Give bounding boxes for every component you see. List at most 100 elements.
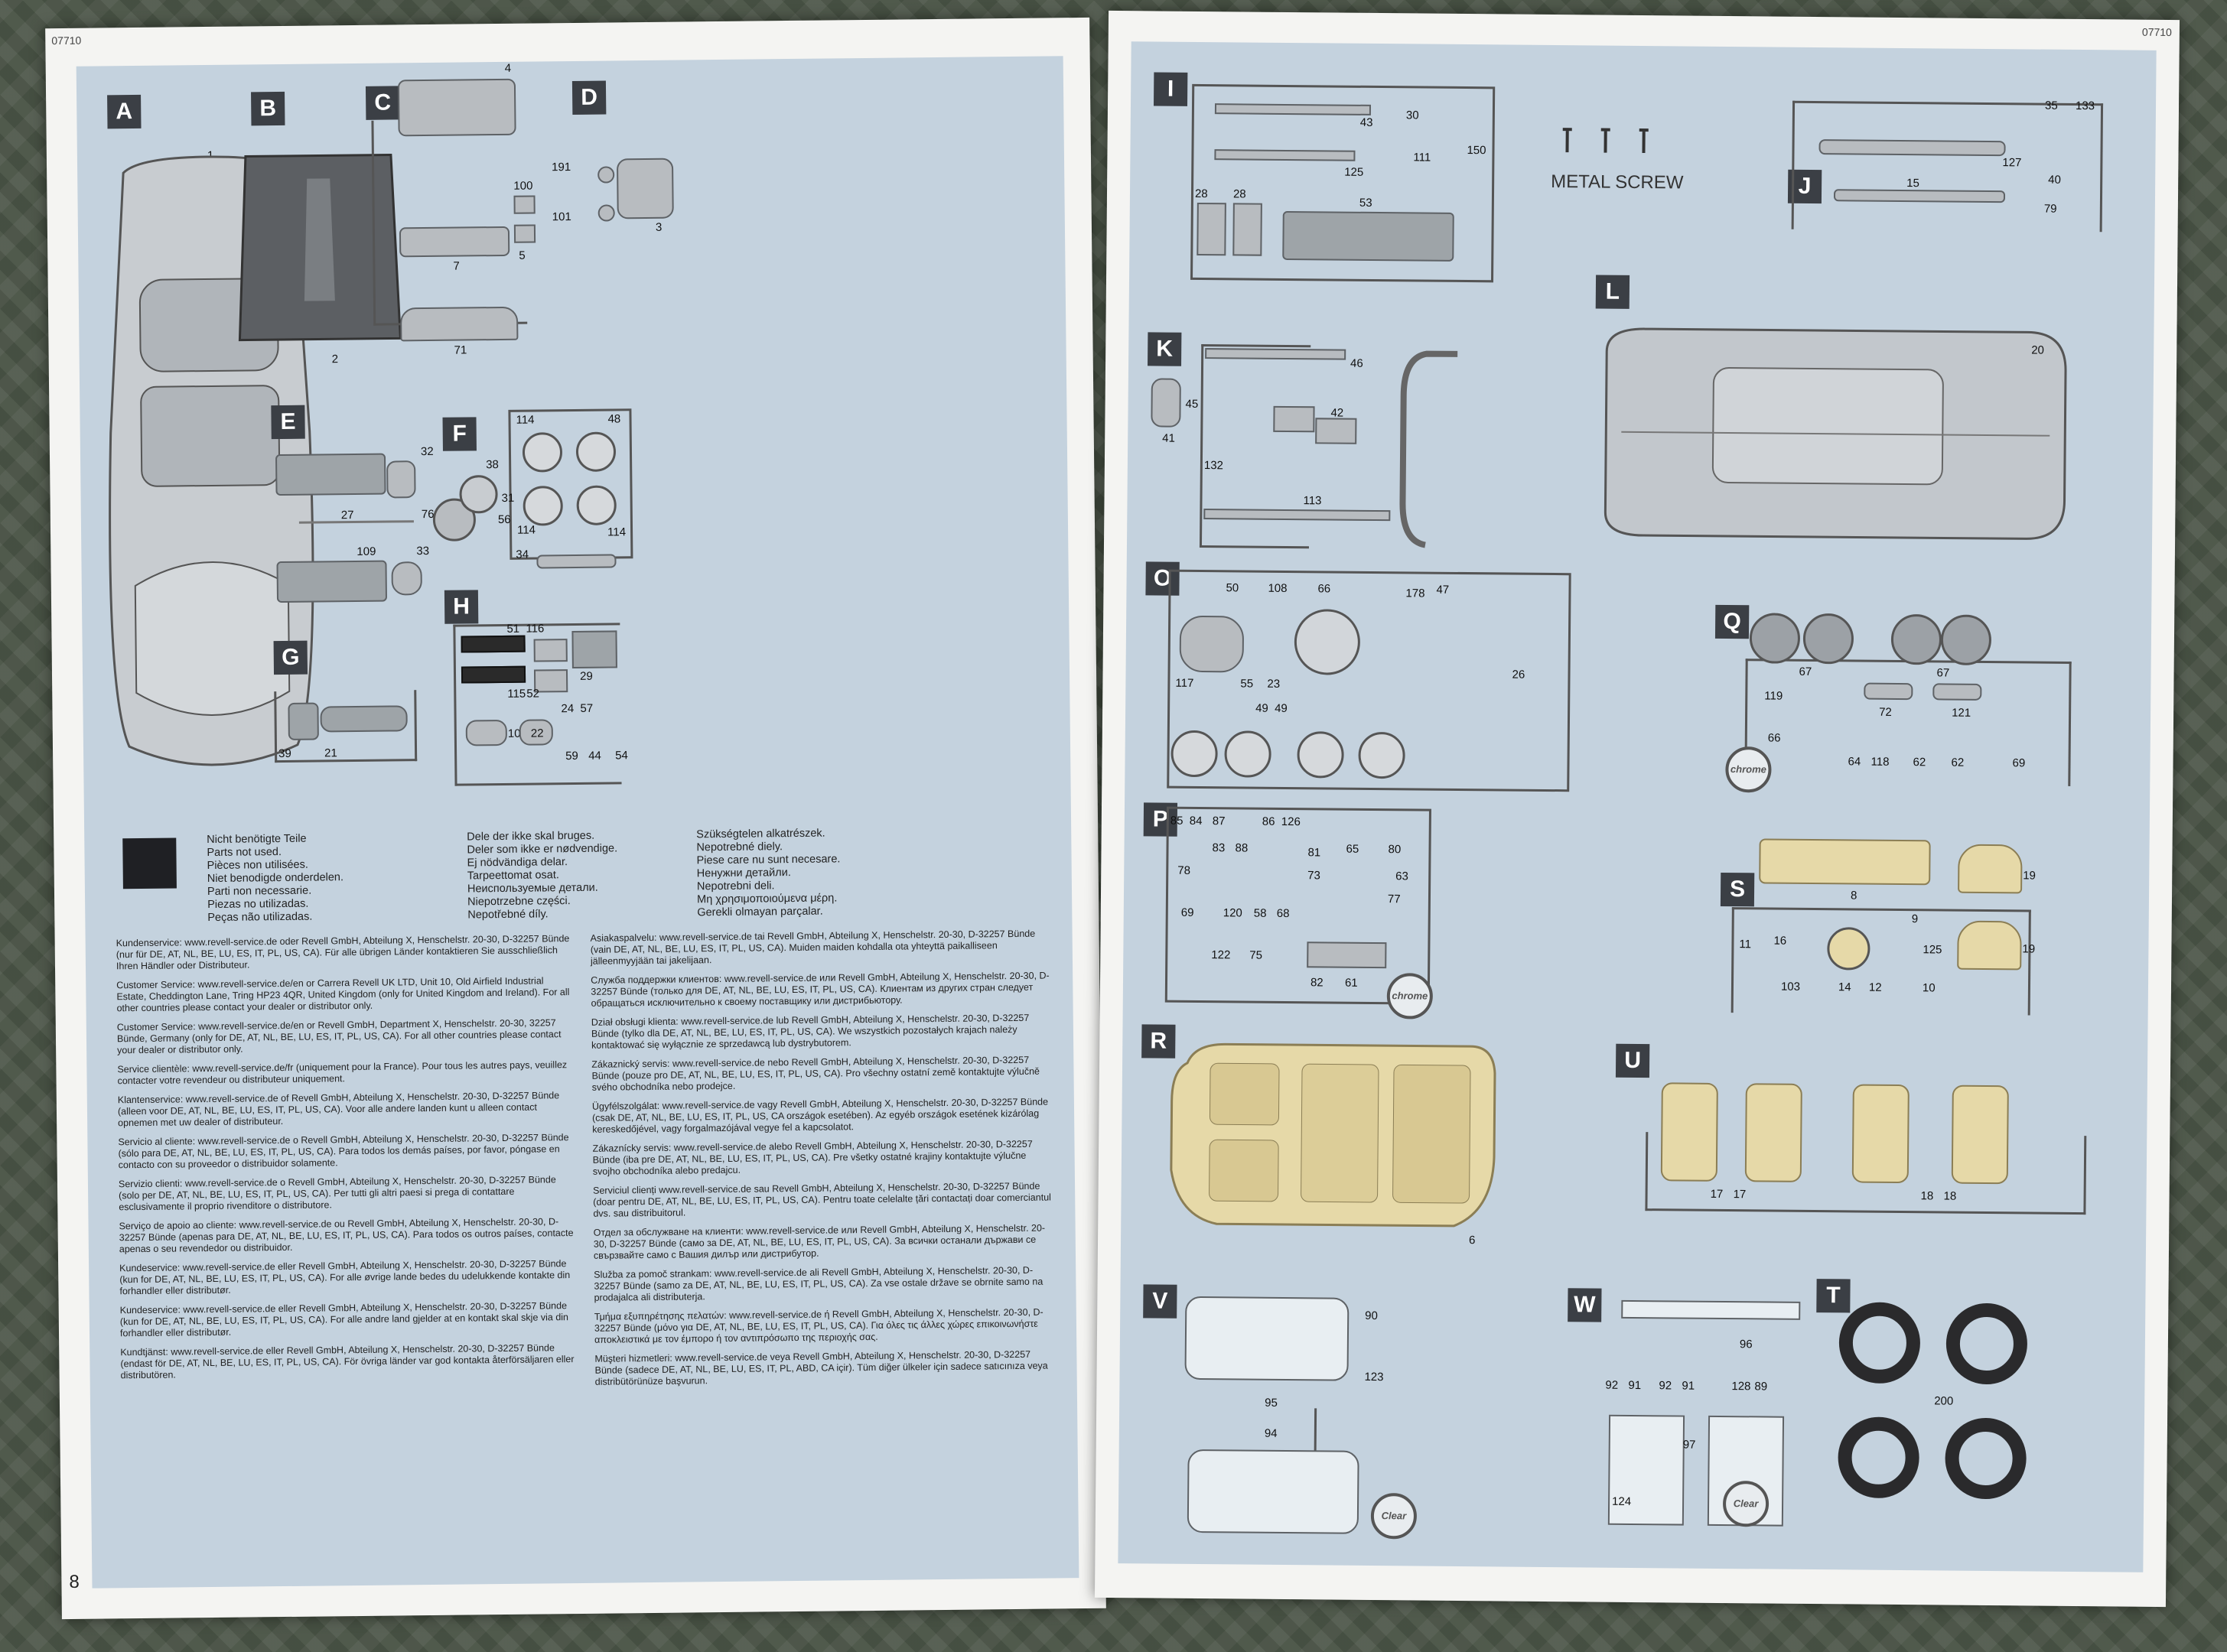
right-page: 07710 I 43 30 150 125 111 28 28 53 METAL… — [1094, 10, 2180, 1608]
part-number: 40 — [2048, 173, 2061, 187]
part-number: 61 — [1344, 976, 1358, 990]
part-number: 16 — [1773, 934, 1787, 948]
part-number: 111 — [1413, 151, 1431, 164]
part-number: 48 — [607, 412, 621, 426]
part-number: 85 — [1170, 814, 1184, 828]
knob-part — [597, 166, 615, 184]
lens-part — [1932, 683, 1982, 701]
grille-part — [397, 78, 516, 137]
part-number: 10 — [1922, 981, 1936, 995]
legend-line: Niet benodigde onderdelen. — [207, 871, 344, 886]
engine-block-part — [571, 630, 617, 669]
part-number: 26 — [1512, 668, 1525, 681]
vent-part — [461, 635, 526, 653]
part-number: 101 — [552, 210, 571, 224]
part-number: 49 — [1275, 701, 1288, 716]
chrome-badge: chrome — [1386, 973, 1434, 1019]
part-number: 66 — [1767, 731, 1781, 745]
step-letter: U — [1615, 1043, 1650, 1078]
gearbox-part — [288, 702, 319, 740]
part-number: 49 — [1255, 701, 1268, 715]
part-number: 114 — [607, 525, 627, 539]
part-number: 119 — [1764, 689, 1783, 703]
cover-part — [616, 158, 674, 220]
exhaust-bend-part — [1399, 350, 1458, 548]
wheel-rim-part — [1224, 730, 1271, 778]
part-number: 109 — [357, 545, 376, 558]
part-number: 3 — [655, 220, 663, 234]
service-paragraph: Kundeservice: www.revell-service.de elle… — [119, 1300, 569, 1339]
part-number: 6 — [1468, 1234, 1476, 1247]
muffler-part — [1315, 418, 1357, 444]
service-paragraph: Serviciul clienți www.revell-service.de … — [593, 1180, 1051, 1219]
part-number: 67 — [1799, 665, 1812, 678]
wheel-part — [1749, 613, 1801, 664]
part-number: 86 — [1262, 815, 1275, 828]
service-paragraph: Kundenservice: www.revell-service.de ode… — [116, 933, 570, 972]
part-number: 19 — [2022, 942, 2036, 956]
part-number: 73 — [1307, 869, 1320, 883]
part-number: 23 — [1267, 677, 1281, 691]
part-number: 50 — [1226, 581, 1239, 595]
part-number: 77 — [1387, 893, 1401, 906]
sprue-frame — [371, 119, 528, 326]
part-number: 19 — [2023, 869, 2037, 883]
part-number: 120 — [1223, 906, 1242, 920]
interior-tub-part — [1170, 1042, 1496, 1228]
part-number: 121 — [1952, 706, 1971, 720]
belt-part — [391, 561, 422, 596]
rear-window-part — [1187, 1449, 1359, 1534]
service-paragraph: Service clientèle: www.revell-service.de… — [117, 1059, 568, 1087]
part-number: 84 — [1189, 814, 1203, 828]
part-number: 96 — [1739, 1338, 1753, 1351]
knob-part — [597, 204, 615, 222]
service-paragraph: Servizio clienti: www.revell-service.de … — [118, 1174, 556, 1213]
part-number: 42 — [1330, 406, 1344, 420]
part-number: 59 — [565, 749, 578, 763]
legend-column-2: Dele der ikke skal bruges. Deler som ikk… — [467, 829, 618, 922]
legend-column-1: Nicht benötigte Teile Parts not used. Pi… — [207, 832, 343, 925]
part-number: 125 — [1344, 165, 1364, 179]
spoiler-part — [399, 306, 519, 342]
disc-part — [1294, 609, 1361, 675]
clear-badge: Clear — [1370, 1492, 1418, 1540]
part-number: 94 — [1264, 1426, 1278, 1440]
rear-axle-part — [1818, 139, 2006, 157]
pulley-part — [523, 486, 563, 526]
part-number: 15 — [1906, 177, 1919, 190]
part-number: 58 — [1253, 906, 1267, 920]
part-number: 89 — [1754, 1380, 1768, 1393]
legend-column-3: Szükségtelen alkatrészek. Nepotrebné die… — [696, 827, 841, 919]
part-number: 115 — [507, 687, 526, 701]
part-number: 125 — [1923, 943, 1942, 957]
part-number: 69 — [2012, 756, 2026, 770]
part-number: 113 — [1303, 494, 1322, 508]
steering-wheel-part — [1827, 927, 1870, 971]
part-number: 87 — [1212, 815, 1226, 828]
part-number: 92 — [1605, 1378, 1619, 1392]
clear-badge: Clear — [1722, 1481, 1770, 1527]
chrome-badge: chrome — [1725, 746, 1772, 793]
part-number: 103 — [1780, 980, 1801, 993]
part-number: 8 — [1850, 889, 1857, 902]
door-panel-part — [1958, 844, 2023, 894]
metal-screw-label: METAL SCREW — [1551, 171, 1684, 193]
part-number: 47 — [1436, 583, 1450, 597]
part-number: 117 — [1175, 676, 1194, 690]
service-paragraph: Zákaznický servis: www.revell-service.de… — [591, 1054, 1040, 1093]
part-number: 133 — [2075, 99, 2095, 113]
part-number: 24 — [561, 702, 575, 716]
service-paragraph: Customer Service: www.revell-service.de/… — [116, 1017, 562, 1056]
part-number: 132 — [1203, 459, 1224, 473]
chassis-floor-part — [1604, 327, 2067, 540]
part-number: 100 — [513, 179, 533, 193]
part-number: 53 — [1359, 196, 1372, 210]
part-number: 62 — [1951, 756, 1965, 769]
part-number: 54 — [615, 749, 628, 763]
part-number: 55 — [1240, 677, 1254, 691]
step-letter: W — [1568, 1288, 1602, 1322]
service-paragraph: Kundeservice: www.revell-service.de elle… — [119, 1258, 571, 1297]
part-number: 39 — [278, 746, 291, 761]
shaft-part — [1214, 103, 1372, 115]
wheel-part — [1890, 613, 1942, 665]
